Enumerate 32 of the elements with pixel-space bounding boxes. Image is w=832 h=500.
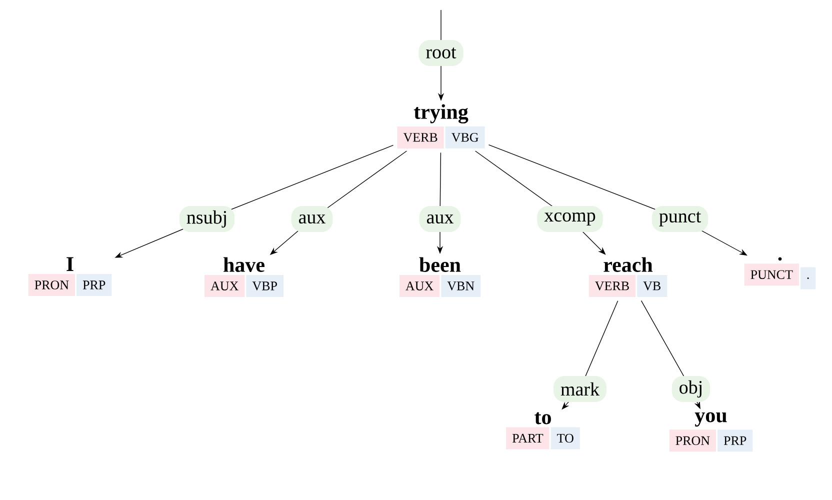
- word: been: [419, 257, 461, 272]
- pos-tag: VB: [637, 274, 668, 297]
- pos-tag: PRP: [718, 430, 753, 452]
- pos-tag: PUNCT: [744, 264, 799, 286]
- pos-tag: PRON: [669, 430, 716, 452]
- pos-tag: VERB: [588, 274, 636, 297]
- pos-tag: VBN: [441, 275, 481, 298]
- word: .: [778, 257, 782, 261]
- word: to: [534, 412, 551, 424]
- word: you: [694, 412, 727, 427]
- pos-tag: PRP: [76, 274, 112, 296]
- pos-tag: PRON: [28, 274, 76, 296]
- pos-tag: PART: [506, 427, 550, 450]
- pos-tag: VERB: [397, 126, 444, 148]
- word: trying: [414, 104, 468, 124]
- pos-tag: AUX: [399, 274, 440, 297]
- pos-tag: .: [800, 267, 816, 290]
- pos-tag: VBG: [445, 126, 485, 148]
- edge-label: xcomp: [537, 206, 603, 232]
- pos-tag: TO: [550, 427, 580, 450]
- edge-label: root: [418, 40, 464, 66]
- edge-label: aux: [291, 206, 333, 232]
- edge-label: punct: [652, 206, 708, 232]
- word: have: [224, 257, 264, 272]
- word: reach: [604, 257, 653, 272]
- edge-label: aux: [419, 206, 461, 232]
- pos-tag: VBP: [246, 275, 284, 298]
- edge-label: obj: [672, 376, 710, 402]
- pos-tag: AUX: [204, 274, 245, 297]
- edge-label: nsubj: [179, 206, 235, 232]
- edge-label: mark: [553, 376, 607, 402]
- word: I: [66, 257, 74, 271]
